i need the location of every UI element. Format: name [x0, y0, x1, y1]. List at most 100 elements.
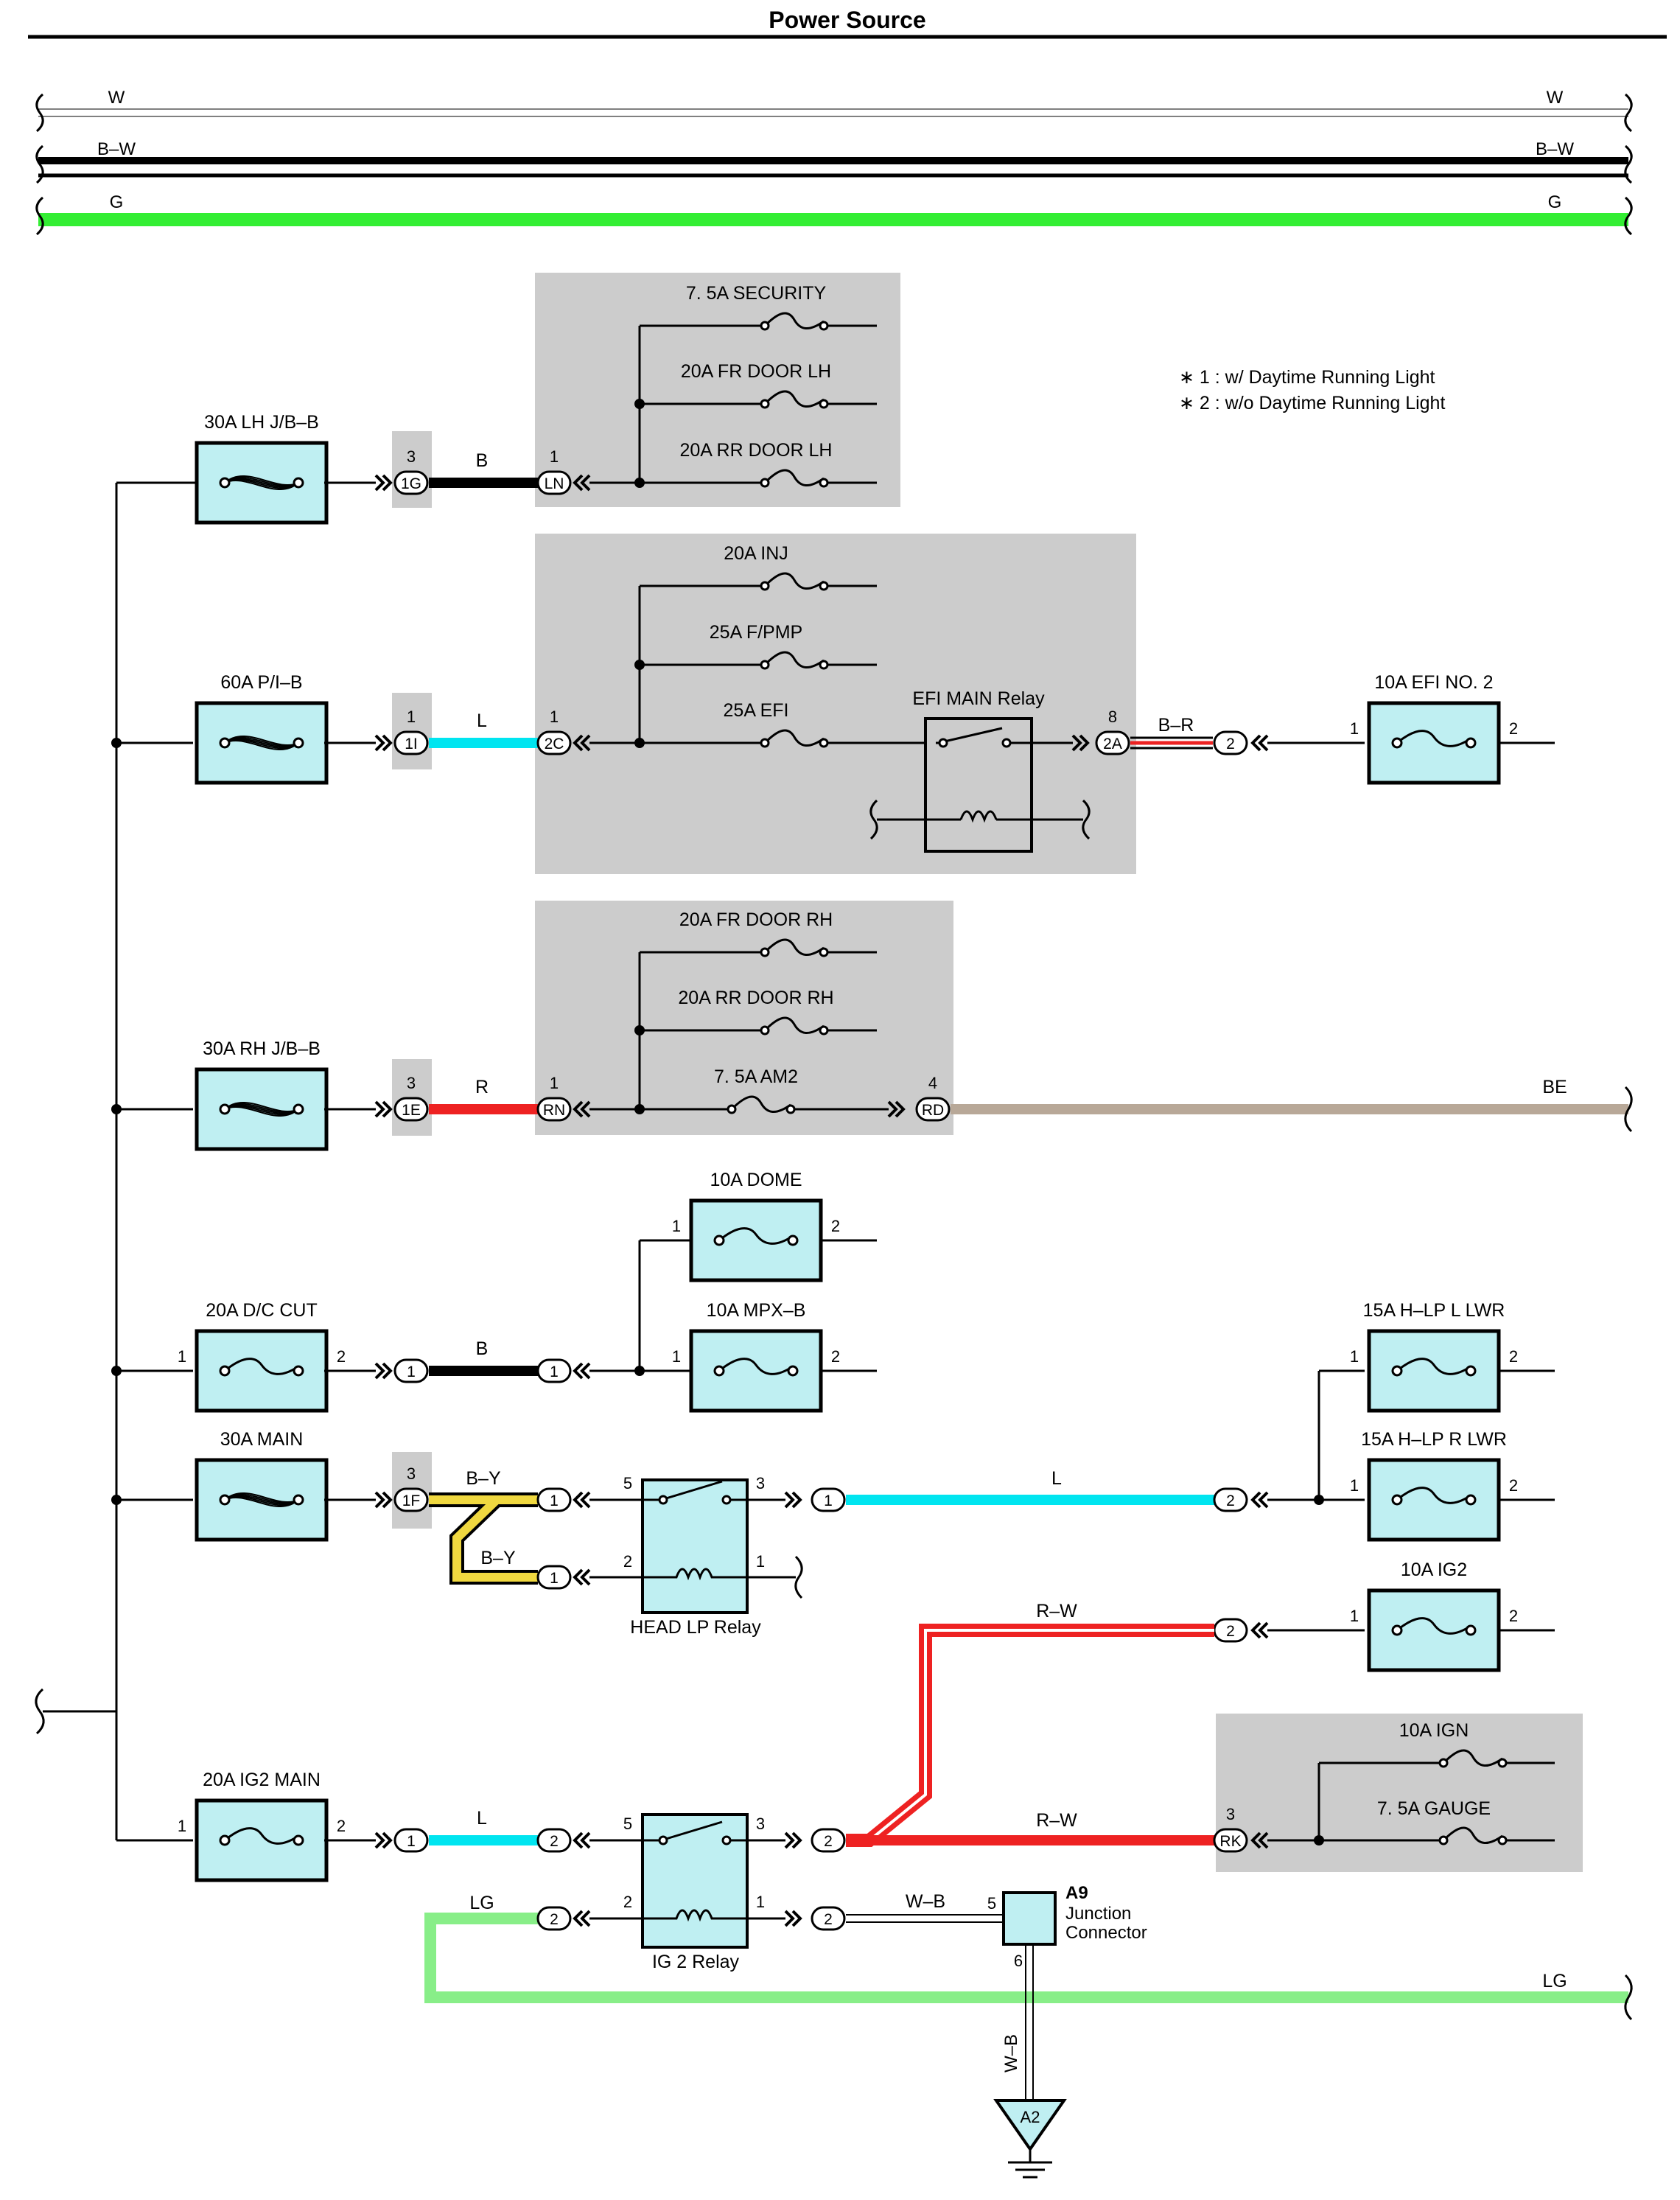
connector-ig2main-out-label: 1 [407, 1833, 416, 1850]
connector-rn-label: RN [543, 1102, 565, 1119]
wire-label-wb-2: W–B [1001, 2034, 1021, 2072]
arrow-rk [1250, 1831, 1269, 1849]
fuse-10a-mpxb-pin-2: 2 [831, 1347, 840, 1366]
connector-2c-label: 2C [545, 736, 564, 752]
fuse-20a-fr-door-rh-label: 20A FR DOOR RH [679, 909, 833, 930]
fuse-20a-ig2-main-label: 20A IG2 MAIN [203, 1770, 321, 1790]
fuse-25a-efi-terminal [760, 738, 770, 748]
relay-ig2-pin-5: 5 [623, 1815, 632, 1833]
fuse-10a-dome-pin-2: 2 [831, 1217, 840, 1235]
relay-head-lp-pin-1: 1 [756, 1552, 765, 1571]
connector-1i [393, 730, 429, 755]
bus-label-w-left: W [108, 88, 125, 108]
fuse-15a-hlp-l-lwr-pin-2: 2 [1509, 1347, 1518, 1366]
relay-ig2-pin-3: 3 [756, 1815, 765, 1833]
relay-head-lp-pin-2: 2 [623, 1552, 632, 1571]
fuse-10a-efi-no2-pin-2: 2 [1509, 719, 1518, 738]
arrow-ig2relay-2 [573, 1910, 591, 1927]
connector-ig2-in-label: 2 [1226, 1623, 1235, 1640]
arrow-ig2relay-out [784, 1831, 802, 1849]
fuse-20a-fr-door-rh-terminal [760, 947, 770, 957]
fuse-10a-mpxb-pin-1: 1 [672, 1347, 681, 1366]
fuse-20a-dc-cut-pin-2: 2 [337, 1347, 346, 1366]
fuse-30a-main-terminal [219, 1494, 231, 1506]
fuse-30a-main-terminal [293, 1494, 304, 1506]
connector-headlp-5-label: 1 [550, 1492, 559, 1509]
fuse-7-5a-am2-element [730, 1095, 791, 1113]
fuse-10a-ig2-pin-1: 1 [1350, 1607, 1359, 1625]
arrow-ig2main [374, 1831, 393, 1849]
arrow-efi2 [1250, 734, 1269, 752]
fuse-20a-fr-door-lh-element [763, 390, 825, 408]
junction-a9-id: A9 [1065, 1883, 1088, 1903]
fuse-10a-mpxb-element [718, 1358, 794, 1375]
connector-headlp-2 [536, 1565, 572, 1590]
arrow-1e [374, 1100, 393, 1118]
connector-ln-pin: 1 [550, 447, 559, 466]
relay-efi-main-terminal [938, 738, 948, 748]
arrow-headlp-out [784, 1491, 802, 1509]
fuse-20a-dc-cut-terminal [219, 1365, 231, 1377]
fuse-10a-ign-terminal [1438, 1758, 1449, 1768]
fuse-20a-rr-door-rh-label: 20A RR DOOR RH [678, 988, 833, 1008]
fuse-15a-hlp-l-lwr-label: 15A H–LP L LWR [1363, 1300, 1505, 1321]
bus-label-bw-left: B–W [97, 139, 136, 159]
fuse-7-5a-am2-terminal [785, 1104, 796, 1114]
fuse-7-5a-security-element [763, 312, 825, 329]
fuse-20a-ig2-main-terminal [293, 1834, 304, 1846]
fuse-10a-efi-no2-label: 10A EFI NO. 2 [1374, 672, 1493, 693]
relay-efi-main-terminal [1001, 738, 1012, 748]
connector-rk-pin: 3 [1226, 1805, 1235, 1823]
arrow-2a [1071, 734, 1090, 752]
fuse-15a-hlp-r-lwr-terminal [1465, 1494, 1477, 1506]
fuse-10a-ig2-terminal [1391, 1624, 1403, 1636]
fuse-60a-pib-label: 60A P/I–B [220, 672, 302, 693]
junction-a9-name2: Connector [1065, 1923, 1147, 1943]
wire-label-b-row4: B [476, 1338, 489, 1359]
fuse-30a-rh-jb-label: 30A RH J/B–B [203, 1038, 321, 1059]
connector-2a-label: 2A [1103, 736, 1122, 752]
fuse-7-5a-security-terminal [819, 321, 829, 331]
relay-ig2-terminal [658, 1835, 668, 1845]
connector-1g [393, 470, 429, 495]
junction-block-ign [1216, 1714, 1583, 1872]
fuse-20a-dc-cut-label: 20A D/C CUT [206, 1300, 317, 1321]
connector-dccut-out [393, 1358, 429, 1383]
wire-label-br: B–R [1158, 715, 1194, 736]
fuse-10a-ig2-box [1367, 1588, 1501, 1672]
wire-label-be: BE [1542, 1077, 1567, 1097]
fuse-7-5a-security-terminal [760, 321, 770, 331]
fuse-15a-hlp-r-lwr-element [1396, 1487, 1471, 1504]
fuse-10a-dome-pin-1: 1 [672, 1217, 681, 1235]
connector-ig2relay-5-label: 2 [550, 1833, 559, 1850]
fuse-30a-lh-jb-link [224, 479, 299, 490]
fuse-20a-rr-door-rh-terminal [760, 1025, 770, 1036]
fuse-15a-hlp-r-lwr-terminal [1391, 1494, 1403, 1506]
connector-rk-label: RK [1219, 1833, 1241, 1850]
fuse-20a-rr-door-lh-terminal [760, 478, 770, 488]
fuse-15a-hlp-l-lwr-terminal [1465, 1365, 1477, 1377]
arrow-dccut-in [573, 1362, 591, 1380]
fuse-15a-hlp-l-lwr-element [1396, 1358, 1471, 1375]
fuse-10a-ig2-terminal [1465, 1624, 1477, 1636]
fuse-10a-dome-box [689, 1198, 823, 1282]
bus-break-right [1624, 93, 1633, 236]
connector-efi2-in-label: 2 [1226, 736, 1235, 752]
junction-block-engine-room [535, 534, 1136, 874]
arrow-dccut [374, 1362, 393, 1380]
page-title: Power Source [769, 7, 925, 33]
fuse-20a-rr-door-lh-terminal [819, 478, 829, 488]
fuse-20a-inj-label: 20A INJ [724, 543, 788, 564]
arrow-1f [374, 1491, 393, 1509]
junction-dot [1314, 1495, 1324, 1505]
fuse-25a-efi-terminal [819, 738, 829, 748]
fuse-10a-ig2-element [1396, 1617, 1471, 1635]
fuse-7-5a-security-label: 7. 5A SECURITY [686, 283, 827, 304]
fuse-10a-efi-no2-terminal [1391, 737, 1403, 749]
arrow-ig2 [1250, 1621, 1269, 1639]
relay-head-lp-pin-3: 3 [756, 1474, 765, 1492]
fuse-7-5a-gauge-label: 7. 5A GAUGE [1377, 1798, 1491, 1819]
bus-label-g-right: G [1548, 192, 1562, 212]
arrow-rd [887, 1100, 906, 1118]
wire-label-by-2: B–Y [480, 1548, 516, 1568]
